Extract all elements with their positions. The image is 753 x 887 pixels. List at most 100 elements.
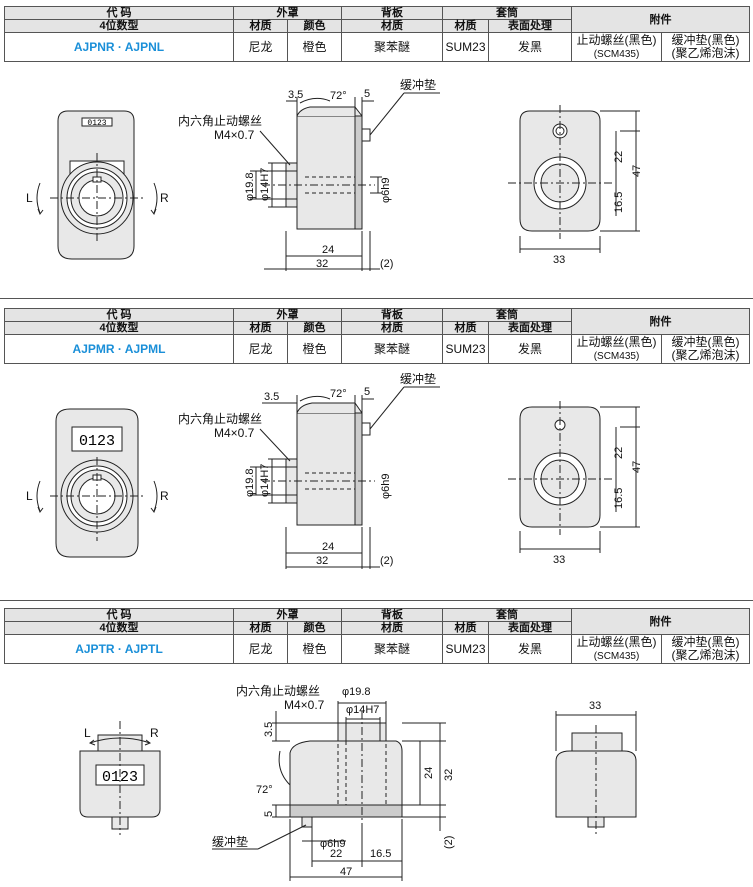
row-code: AJPTR · AJPTL: [4, 634, 234, 665]
drawing-ajpn: 0123 L R: [26, 77, 643, 271]
front-view: [36, 110, 158, 260]
screw-thread-label: M4×0.7: [214, 128, 255, 142]
drawing-ajpm: 0123 L R: [26, 373, 643, 569]
section-ajpm: 代 码外罩背板套筒附件 4位数型材质颜色材质材质表面处理 AJPMR · AJP…: [0, 307, 753, 598]
cell-sleeve-surface: 发黑: [488, 634, 572, 665]
dim-2: (2): [443, 836, 455, 849]
header-code: 代 码: [4, 307, 234, 323]
side-view: [250, 92, 440, 271]
divider-1: [0, 298, 753, 299]
dim-22: 22: [330, 848, 342, 860]
dim-5: 5: [364, 88, 370, 100]
header-cover: 外罩: [233, 307, 342, 323]
header-cover-material: 材质: [233, 621, 288, 636]
header-sleeve: 套筒: [442, 607, 572, 623]
dim-24: 24: [322, 541, 334, 553]
screw-thread-label: M4×0.7: [214, 426, 255, 440]
screw-label: 内六角止动螺丝: [236, 684, 320, 698]
header-model-type: 4位数型: [4, 321, 234, 336]
cell-sleeve-material: SUM23: [442, 334, 489, 365]
dim-d6: φ6h9: [380, 474, 392, 500]
counter-digits: 0123: [102, 769, 138, 786]
dim-24: 24: [423, 767, 435, 779]
header-backplate-material: 材质: [341, 321, 443, 336]
cushion-label: 缓冲垫: [212, 834, 248, 849]
rear-view: [508, 401, 640, 553]
dim-32: 32: [443, 769, 455, 781]
dim-d19-8: φ19.8: [342, 686, 371, 698]
header-model-type: 4位数型: [4, 19, 234, 34]
dim-5: 5: [263, 811, 275, 817]
rear-view: [508, 105, 640, 253]
dim-d19-8: φ19.8: [244, 172, 256, 201]
counter-digits: 0123: [79, 433, 115, 450]
cell-acc-screw: 止动螺丝(黑色)(SCM435): [571, 334, 662, 365]
dim-33: 33: [589, 700, 601, 712]
header-cover-color: 颜色: [287, 621, 342, 636]
header-sleeve-surface: 表面处理: [488, 19, 572, 34]
front-view: [79, 721, 161, 835]
angle-label: 72°: [330, 388, 347, 400]
header-backplate: 背板: [341, 307, 443, 323]
dim-3-5: 3.5: [264, 391, 279, 403]
cushion-label: 缓冲垫: [400, 373, 436, 386]
header-cover-material: 材质: [233, 19, 288, 34]
header-code: 代 码: [4, 5, 234, 21]
header-backplate-material: 材质: [341, 19, 443, 34]
screw-label: 内六角止动螺丝: [178, 412, 262, 426]
header-model-type: 4位数型: [4, 621, 234, 636]
dim-d14: φ14H7: [259, 168, 271, 201]
cell-backplate-material: 聚苯醚: [341, 32, 443, 63]
dim-d6: φ6h9: [320, 838, 346, 850]
section-ajpn: 代 码外罩背板套筒附件 4位数型材质颜色材质材质表面处理 AJPNR · AJP…: [0, 5, 753, 296]
spec-table-ajpn: 代 码外罩背板套筒附件 4位数型材质颜色材质材质表面处理 AJPNR · AJP…: [4, 5, 750, 63]
acc-screw-name: 止动螺丝(黑色): [576, 635, 657, 649]
cell-acc-screw: 止动螺丝(黑色)(SCM435): [571, 634, 662, 665]
acc-cushion-name: 缓冲垫(黑色): [671, 33, 740, 47]
dim-33: 33: [553, 554, 565, 566]
cell-sleeve-surface: 发黑: [488, 334, 572, 365]
header-backplate: 背板: [341, 5, 443, 21]
acc-screw-material: (SCM435): [593, 351, 640, 363]
dim-3-5: 3.5: [263, 722, 275, 737]
dim-d14: φ14H7: [346, 704, 379, 716]
acc-cushion-name: 缓冲垫(黑色): [671, 635, 740, 649]
divider-2: [0, 600, 753, 601]
cell-backplate-material: 聚苯醚: [341, 634, 443, 665]
dim-2: (2): [380, 555, 393, 567]
spec-table-ajpt: 代 码外罩背板套筒附件 4位数型材质颜色材质材质表面处理 AJPTR · AJP…: [4, 607, 750, 665]
dim-22: 22: [613, 447, 625, 459]
side-view: [250, 386, 440, 569]
section-ajpt: 代 码外罩背板套筒附件 4位数型材质颜色材质材质表面处理 AJPTR · AJP…: [0, 607, 753, 887]
cell-cover-color: 橙色: [287, 32, 342, 63]
acc-cushion-name: 缓冲垫(黑色): [671, 335, 740, 349]
dir-right-label: R: [160, 489, 169, 503]
dir-right-label: R: [160, 191, 169, 205]
cell-sleeve-material: SUM23: [442, 32, 489, 63]
acc-cushion-material: (聚乙烯泡沫): [671, 46, 740, 61]
cell-cover-material: 尼龙: [233, 334, 288, 365]
cell-cover-material: 尼龙: [233, 32, 288, 63]
dim-3-5: 3.5: [288, 89, 303, 101]
front-view: [36, 408, 158, 558]
dim-16-5: 16.5: [613, 192, 625, 213]
cell-cover-material: 尼龙: [233, 634, 288, 665]
dim-47: 47: [631, 461, 643, 473]
header-sleeve-material: 材质: [442, 19, 489, 34]
dim-d14: φ14H7: [259, 464, 271, 497]
cell-acc-cushion: 缓冲垫(黑色)(聚乙烯泡沫): [661, 32, 750, 63]
screw-thread-label: M4×0.7: [284, 698, 325, 712]
cell-acc-cushion: 缓冲垫(黑色)(聚乙烯泡沫): [661, 334, 750, 365]
header-backplate-material: 材质: [341, 621, 443, 636]
acc-cushion-material: (聚乙烯泡沫): [671, 348, 740, 363]
row-code: AJPNR · AJPNL: [4, 32, 234, 63]
header-sleeve: 套筒: [442, 307, 572, 323]
header-accessories: 附件: [571, 5, 750, 34]
header-sleeve: 套筒: [442, 5, 572, 21]
cell-acc-screw: 止动螺丝(黑色)(SCM435): [571, 32, 662, 63]
cell-acc-cushion: 缓冲垫(黑色)(聚乙烯泡沫): [661, 634, 750, 665]
dir-left-label: L: [26, 191, 33, 205]
header-code: 代 码: [4, 607, 234, 623]
header-sleeve-surface: 表面处理: [488, 621, 572, 636]
dim-47: 47: [340, 866, 352, 878]
